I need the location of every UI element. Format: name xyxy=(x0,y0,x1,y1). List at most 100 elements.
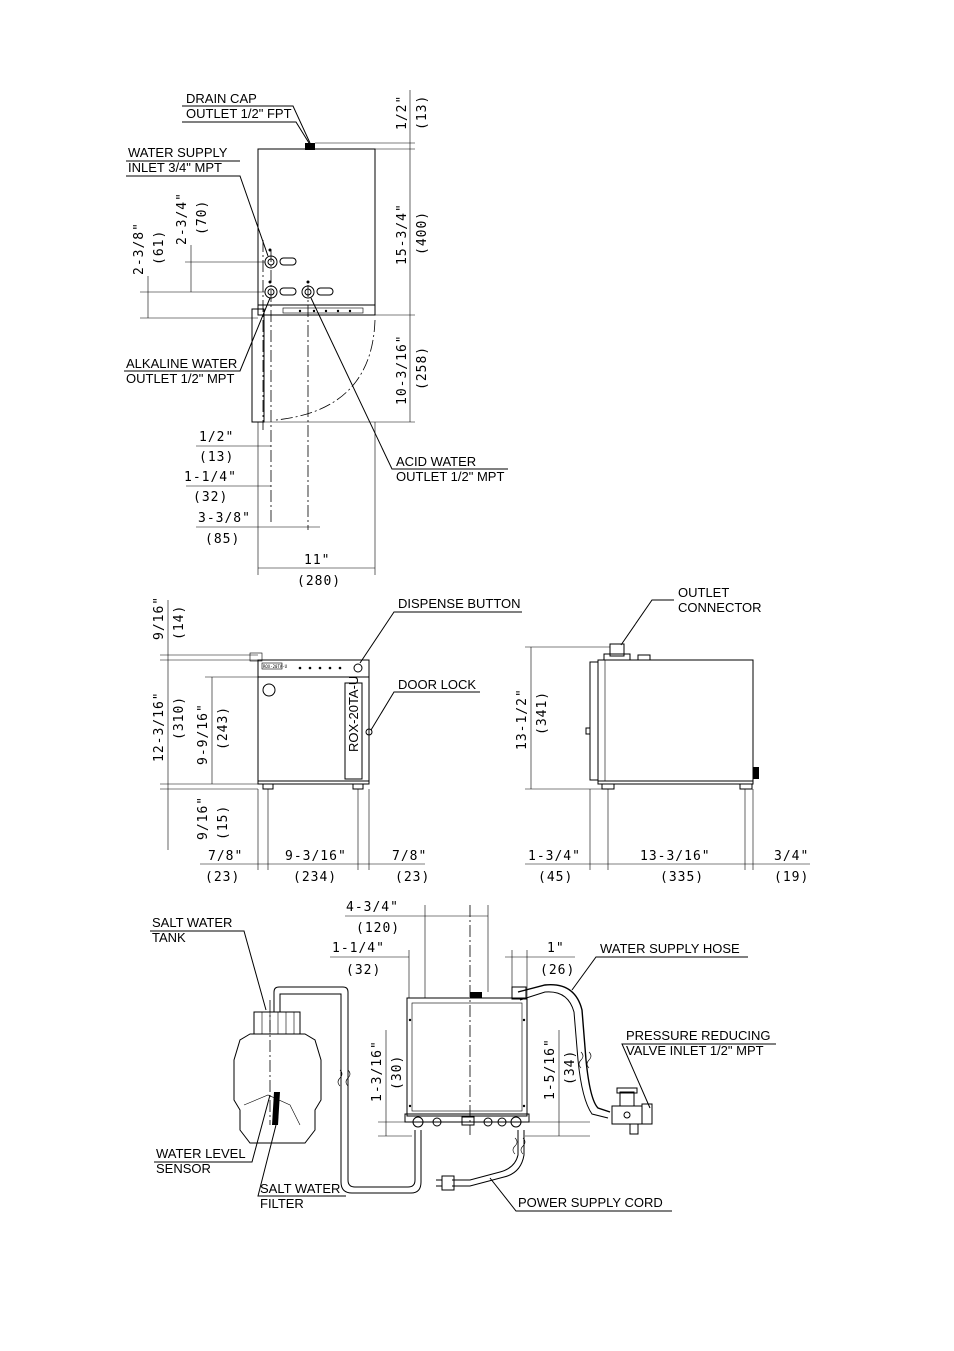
dim-install-c: 1" xyxy=(547,941,565,956)
panel-badge: ROX-20TA-U xyxy=(263,664,288,669)
dim-h-1-mm: (13) xyxy=(199,450,234,465)
dim-front-height: 12-3/16" xyxy=(152,691,167,762)
dim-front-h-3: 7/8" xyxy=(392,849,427,864)
dim-h-3-mm: (85) xyxy=(205,532,240,547)
drain-cap xyxy=(305,143,315,150)
dim-alkaline-height-mm: (61) xyxy=(152,230,167,265)
model-name: ROX-20TA-U xyxy=(346,676,361,752)
dim-install-b: 1-1/4" xyxy=(332,941,385,956)
alkaline-spec: OUTLET 1/2" MPT xyxy=(126,371,234,386)
dim-panel-height-mm: (14) xyxy=(172,605,187,640)
top-view: DRAIN CAP OUTLET 1/2" FPT WATER SUPPLY I… xyxy=(124,90,508,589)
dim-front-h-1-mm: (23) xyxy=(205,870,240,885)
dim-h-2-mm: (32) xyxy=(193,490,228,505)
dim-front-h-3-mm: (23) xyxy=(395,870,430,885)
outlet-label: OUTLET xyxy=(678,585,729,600)
water-supply-label: WATER SUPPLY xyxy=(128,145,228,160)
dim-install-c-mm: (26) xyxy=(540,963,575,978)
salt-water-tank xyxy=(233,1000,322,1144)
dim-front-h-2: 9-3/16" xyxy=(285,849,347,864)
dim-install-d: 1-3/16" xyxy=(370,1040,385,1102)
power-supply-cord xyxy=(452,1130,519,1181)
drain-cap-label: DRAIN CAP xyxy=(186,91,257,106)
acid-outlet-port xyxy=(301,285,334,299)
level-sensor-label-2: SENSOR xyxy=(156,1161,211,1176)
dim-side-h-3-mm: (19) xyxy=(774,870,809,885)
dim-side-h-2: 13-3/16" xyxy=(640,849,711,864)
outlet-connector xyxy=(609,643,625,657)
dim-side-h-1: 1-3/4" xyxy=(528,849,581,864)
dim-drain-height-mm: (13) xyxy=(415,95,430,130)
dim-install-d-mm: (30) xyxy=(390,1055,405,1090)
alkaline-label: ALKALINE WATER xyxy=(126,356,237,371)
drain-cap-spec: OUTLET 1/2" FPT xyxy=(186,106,292,121)
model-plate xyxy=(344,682,363,780)
dim-h-2: 1-1/4" xyxy=(184,470,237,485)
dim-body-height: 9-9/16" xyxy=(196,703,211,765)
dim-front-height-mm: (310) xyxy=(172,696,187,740)
salt-tank-label-2: TANK xyxy=(152,930,186,945)
dim-side-height: 13-1/2" xyxy=(515,688,530,750)
dim-install-e-mm: (34) xyxy=(563,1050,578,1085)
door-lock-label: DOOR LOCK xyxy=(398,677,476,692)
dim-supply-height: 2-3/4" xyxy=(175,192,190,245)
power-plug xyxy=(441,1175,455,1191)
dim-side-h-3: 3/4" xyxy=(774,849,809,864)
dim-install-a-mm: (120) xyxy=(356,921,400,936)
dim-supply-height-mm: (70) xyxy=(195,200,210,235)
dim-drain-height: 1/2" xyxy=(395,95,410,130)
dim-h-1: 1/2" xyxy=(199,430,234,445)
dim-body-height-mm: (243) xyxy=(216,706,231,750)
dim-door-depth: 10-3/16" xyxy=(395,334,410,405)
door-lock xyxy=(365,728,373,736)
pressure-reducing-valve xyxy=(611,1087,653,1135)
dispense-button xyxy=(353,663,363,673)
dim-side-h-2-mm: (335) xyxy=(660,870,704,885)
salt-filter-label: SALT WATER xyxy=(260,1181,340,1196)
front-view-window xyxy=(262,683,276,697)
dim-foot-height-mm: (15) xyxy=(216,805,231,840)
water-supply-hose xyxy=(517,984,611,1113)
side-foot-left xyxy=(601,783,615,790)
dim-body-depth-mm: (400) xyxy=(415,211,430,255)
salt-tank-label: SALT WATER xyxy=(152,915,232,930)
front-foot-right xyxy=(352,783,364,790)
install-unit-body xyxy=(406,997,528,1117)
dim-panel-height: 9/16" xyxy=(152,596,167,640)
door-swing-arc xyxy=(275,319,376,421)
dim-side-height-mm: (341) xyxy=(535,691,550,735)
water-supply-spec: INLET 3/4" MPT xyxy=(128,160,222,175)
dim-width-mm: (280) xyxy=(297,574,341,589)
prv-label-2: VALVE INLET 1/2" MPT xyxy=(626,1043,764,1058)
side-foot-right xyxy=(739,783,753,790)
front-foot-left xyxy=(262,783,274,790)
dim-install-a: 4-3/4" xyxy=(346,900,399,915)
side-view-body xyxy=(597,659,754,782)
acid-label: ACID WATER xyxy=(396,454,476,469)
front-view: ROX-20TA-U ROX-20TA-U DISPENSE BUTTON DO… xyxy=(152,596,522,885)
water-supply-port xyxy=(264,255,297,269)
dim-alkaline-height: 2-3/8" xyxy=(132,222,147,275)
level-sensor-label: WATER LEVEL xyxy=(156,1146,246,1161)
outlet-label-2: CONNECTOR xyxy=(678,600,762,615)
prv-label: PRESSURE REDUCING xyxy=(626,1028,770,1043)
install-view: SALT WATER TANK WATER SUPPLY HOSE PRESSU… xyxy=(150,900,776,1212)
top-view-panel xyxy=(257,304,376,316)
power-cord-label: POWER SUPPLY CORD xyxy=(518,1195,663,1210)
acid-spec: OUTLET 1/2" MPT xyxy=(396,469,504,484)
top-view-body xyxy=(257,148,376,306)
dim-h-3: 3-3/8" xyxy=(198,511,251,526)
alkaline-outlet-port xyxy=(264,285,297,299)
dim-side-h-1-mm: (45) xyxy=(538,870,573,885)
dim-front-h-1: 7/8" xyxy=(208,849,243,864)
side-view: OUTLET CONNECTOR 13-1/2" (341) 1-3/4" (4… xyxy=(515,585,810,885)
dim-width: 11" xyxy=(304,553,330,568)
dim-foot-height: 9/16" xyxy=(196,796,211,840)
dim-install-e: 1-5/16" xyxy=(543,1038,558,1100)
supply-hose-label: WATER SUPPLY HOSE xyxy=(600,941,740,956)
dim-door-depth-mm: (258) xyxy=(415,346,430,390)
dim-install-b-mm: (32) xyxy=(346,963,381,978)
dim-front-h-2-mm: (234) xyxy=(293,870,337,885)
dispense-label: DISPENSE BUTTON xyxy=(398,596,521,611)
